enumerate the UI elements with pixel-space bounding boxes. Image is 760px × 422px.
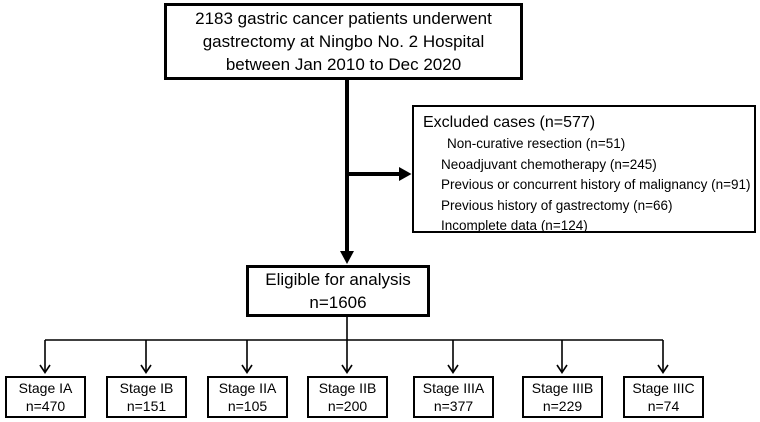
excluded-item: Incomplete data (n=124) [441, 218, 588, 233]
excluded-item: Non-curative resection (n=51) [447, 136, 626, 151]
arrow-to-stage-iiic [657, 340, 669, 374]
fan-connector [45, 317, 663, 341]
stage-label: Stage IIIC [632, 380, 695, 396]
excluded-item: Previous history of gastrectomy (n=66) [441, 197, 673, 213]
stage-box-ia: Stage IA n=470 [5, 376, 86, 418]
excluded-title: Excluded cases (n=577) [423, 114, 596, 131]
excluded-item: Neoadjuvant chemotherapy (n=245) [441, 156, 657, 172]
stage-label: Stage IIIB [531, 380, 594, 396]
eligible-line-1: Eligible for analysis [265, 270, 411, 289]
arrow-to-stage-iiib [556, 340, 568, 374]
stage-count: n=229 [542, 398, 583, 414]
stage-box-iia: Stage IIA n=105 [207, 376, 288, 418]
arrow-to-stage-iiia [447, 340, 459, 374]
excluded-box: Excluded cases (n=577) Non-curative rese… [412, 105, 756, 233]
stage-count: n=105 [227, 398, 268, 414]
stage-count: n=470 [25, 398, 66, 414]
arrow-to-stage-ia [39, 340, 51, 374]
stage-label: Stage IIIA [422, 380, 485, 396]
stage-count: n=151 [126, 398, 167, 414]
stage-box-iib: Stage IIB n=200 [307, 376, 388, 418]
top-box-line-3: between Jan 2010 to Dec 2020 [225, 55, 462, 74]
stage-label: Stage IIA [218, 380, 277, 396]
top-box-line-1: 2183 gastric cancer patients underwent [195, 9, 492, 28]
arrow-to-stage-iia [241, 340, 253, 374]
arrow-to-excluded [345, 167, 412, 181]
stage-label: Stage IA [18, 380, 73, 396]
stage-box-ib: Stage IB n=151 [106, 376, 187, 418]
stage-box-iiia: Stage IIIA n=377 [413, 376, 494, 418]
stage-label: Stage IIB [318, 380, 377, 396]
excluded-item: Previous or concurrent history of malign… [441, 177, 751, 192]
arrow-to-stage-iib [341, 340, 353, 374]
top-box: 2183 gastric cancer patients underwent g… [164, 3, 523, 80]
eligible-line-2: n=1606 [309, 293, 367, 312]
arrow-to-stage-ib [140, 340, 152, 374]
eligible-box: Eligible for analysis n=1606 [246, 265, 430, 317]
stage-count: n=74 [647, 398, 680, 414]
arrow-top-to-eligible [340, 80, 354, 264]
stage-label: Stage IB [119, 380, 174, 396]
stage-box-iiib: Stage IIIB n=229 [522, 376, 603, 418]
stage-count: n=200 [327, 398, 368, 414]
stage-count: n=377 [433, 398, 474, 414]
top-box-line-2: gastrectomy at Ningbo No. 2 Hospital [202, 32, 485, 51]
stage-box-iiic: Stage IIIC n=74 [623, 376, 704, 418]
